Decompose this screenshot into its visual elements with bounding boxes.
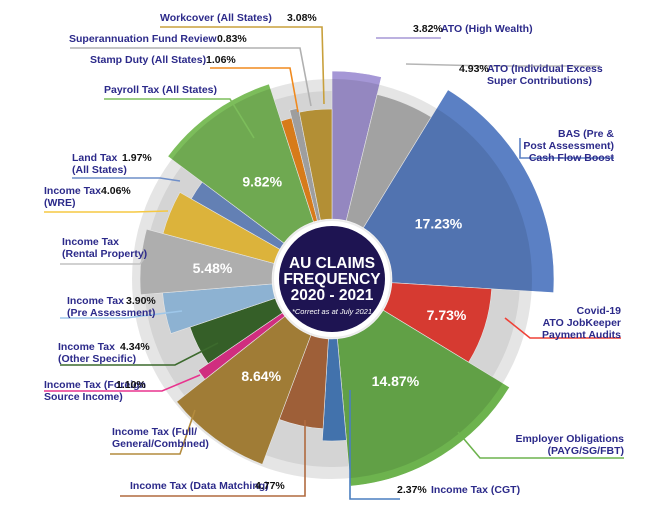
callout-label-0-line-0: ATO (High Wealth) [441,23,533,35]
callout-label-7-line-1: General/Combined) [112,438,209,450]
callout-leader-9 [60,342,219,366]
center-badge: AU CLAIMS FREQUENCY 2020 - 2021 *Correct… [274,221,390,337]
callout-leader-2 [519,138,614,159]
callout-pct-8: 1.10% [116,379,146,391]
callout-leader-17 [160,26,325,105]
callout-label-1-line-0: ATO (Individual Excess [487,63,603,75]
chart-title-line-1: AU CLAIMS [289,255,375,272]
center-badge-disc [279,226,385,332]
callout-pct-16: 0.83% [217,33,247,45]
callout-leader-5 [349,390,400,500]
callout-leader-13 [72,177,181,182]
callout-label-5-line-0: Income Tax (CGT) [431,484,520,496]
pie-slices [132,70,555,487]
callout-pct-5: 2.37% [397,484,427,496]
callout-label-15-line-0: Stamp Duty (All States) [90,54,206,66]
callout-label-3-line-2: Payment Audits [542,329,621,341]
callout-label-3-line-0: Covid-19 [577,305,622,317]
callout-pct-10: 3.90% [126,295,156,307]
callout-leader-11 [60,255,147,265]
callout-label-10-line-1: (Pre Assessment) [67,307,155,319]
callout-leader-1 [405,63,600,67]
callout-label-3-line-1: ATO JobKeeper [543,317,621,329]
callout-pct-9: 4.34% [120,341,150,353]
callout-leader-4 [457,431,624,459]
pie-slice-2 [362,89,555,293]
inner-label-1: 7.73% [427,307,467,323]
callout-label-2-line-0: BAS (Pre & [558,128,614,140]
callout-leader-6 [120,420,306,497]
callout-leader-15 [210,67,299,113]
callout-label-11-line-0: Income Tax [62,236,119,248]
callout-leader-14 [104,98,255,139]
callout-labels: ATO (High Wealth)3.82% ATO (Individual Ex… [44,12,624,500]
callout-label-10-line-0: Income Tax [67,295,124,307]
callout-leader-8 [44,374,201,392]
inner-label-0: 17.23% [415,216,463,232]
pie-slice-11 [139,228,275,295]
callout-label-2-line-2: Cash Flow Boost [529,152,615,164]
callout-label-11-line-1: (Rental Property) [62,248,147,260]
chart-title-line-3: 2020 - 2021 [291,287,374,304]
callout-label-8-line-0: Income Tax (Foreign [44,379,146,391]
callout-pct-13: 1.97% [122,152,152,164]
chart-title-line-2: FREQUENCY [283,271,381,288]
inner-label-4: 5.48% [193,260,233,276]
inner-label-3: 8.64% [241,368,281,384]
callout-label-12-line-0: Income Tax [44,185,101,197]
callout-leader-3 [504,317,621,339]
callout-label-4-line-0: Employer Obligations [515,433,624,445]
inner-label-2: 14.87% [372,373,420,389]
callout-label-7-line-0: Income Tax (Full/ [112,426,197,438]
callout-leader-10 [60,310,183,319]
chart-note: *Correct as at July 2021 [292,307,372,316]
inner-label-5: 9.82% [242,173,282,189]
callout-pct-0: 3.82% [413,23,443,35]
inner-value-labels: 17.23% 7.73% 14.87% 8.64% 5.48% 9.82% [193,173,467,389]
callout-label-1-line-1: Super Contributions) [487,75,592,87]
callout-pct-17: 3.08% [287,12,317,24]
callout-label-14-line-0: Payroll Tax (All States) [104,84,217,96]
callout-pct-6: 4.77% [255,480,285,492]
inner-shade [132,79,532,479]
pie-slice-4 [337,309,511,487]
callout-pct-15: 1.06% [206,54,236,66]
callout-label-2-line-1: Post Assessment) [523,140,614,152]
callout-label-9-line-0: Income Tax [58,341,115,353]
callout-label-17-line-0: Workcover (All States) [160,12,272,24]
pie-slice-7 [176,315,312,465]
callout-label-16-line-0: Superannuation Fund Review [69,33,217,45]
callout-leader-12 [44,210,169,213]
callout-label-13-line-0: Land Tax [72,152,117,164]
callout-label-13-line-1: (All States) [72,164,127,176]
callout-leader-16 [70,47,312,107]
callout-leader-7 [110,409,196,455]
pie-slice-17 [298,108,333,221]
callout-pct-1: 4.93% [459,63,489,75]
callout-label-9-line-1: (Other Specific) [58,353,136,365]
pie-slice-14 [167,83,314,244]
callout-pct-12: 4.06% [101,185,131,197]
callout-label-8-line-1: Source Income) [44,391,123,403]
callout-label-4-line-1: (PAYG/SG/FBT) [548,445,624,457]
callout-label-12-line-1: (WRE) [44,197,76,209]
callout-label-6-line-0: Income Tax (Data Matching) [130,480,269,492]
